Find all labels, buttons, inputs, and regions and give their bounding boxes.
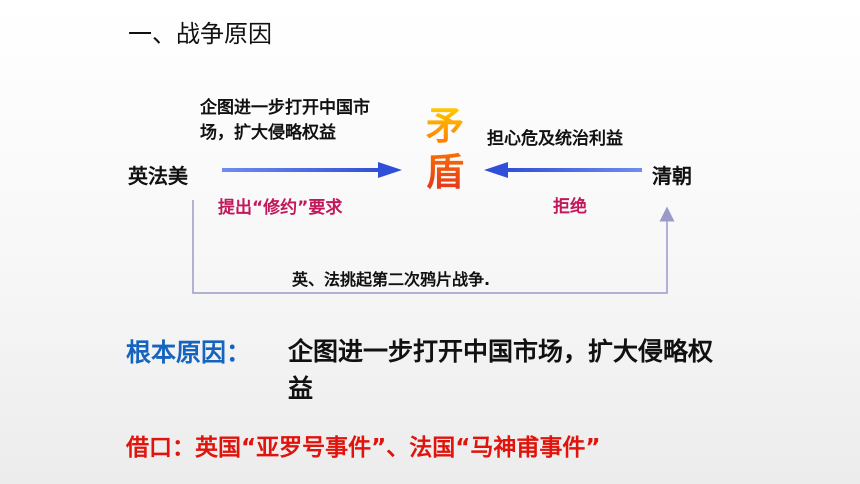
right-action-text: 拒绝	[553, 197, 587, 217]
war-outcome-text: 英、法挑起第二次鸦片战争.	[292, 270, 491, 289]
pretext-line: 借口：英国“亚罗号事件”、法国“马神甫事件”	[126, 435, 601, 461]
right-reason-text: 担心危及统治利益	[487, 129, 623, 149]
root-cause-label: 根本原因：	[126, 338, 252, 367]
root-cause-text: 企图进一步打开中国市场，扩大侵略权益	[288, 337, 714, 403]
left-reason-text: 企图进一步打开中国市场，扩大侵略权益	[200, 98, 370, 143]
war-bracket-line	[192, 200, 675, 294]
right-party-label: 清朝	[652, 164, 692, 188]
conflict-label: 矛盾	[423, 103, 467, 195]
right-to-conflict-arrow	[484, 162, 642, 178]
page-title: 一、战争原因	[128, 20, 272, 48]
left-to-conflict-arrow	[222, 162, 402, 178]
left-action-text: 提出“修约”要求	[218, 198, 343, 218]
left-party-label: 英法美	[128, 164, 188, 188]
